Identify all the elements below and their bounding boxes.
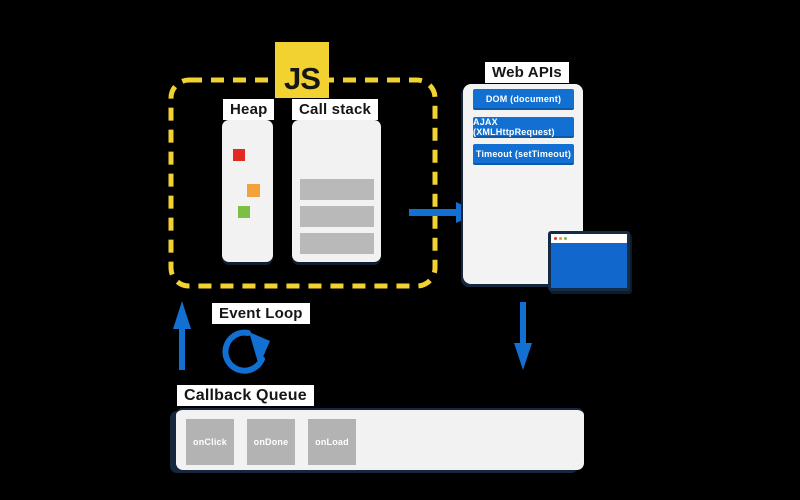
stack-frame	[300, 179, 374, 200]
browser-titlebar	[551, 234, 627, 243]
js-logo-icon: JS	[275, 42, 329, 98]
stack-frame	[300, 233, 374, 254]
web-api-item-ajax: AJAX (XMLHttpRequest)	[473, 117, 574, 138]
call-stack-label: Call stack	[292, 99, 379, 120]
callback-queue-box: onClick onDone onLoad	[176, 408, 584, 470]
callback-item-ondone: onDone	[247, 419, 295, 465]
window-dot-green-icon	[564, 237, 567, 240]
window-dot-red-icon	[554, 237, 557, 240]
web-apis-label: Web APIs	[485, 62, 569, 83]
web-api-item-dom: DOM (document)	[473, 89, 574, 110]
arrow-up-icon	[173, 301, 191, 370]
heap-object-orange-icon	[247, 184, 260, 197]
heap-box	[222, 120, 273, 262]
heap-label: Heap	[223, 99, 275, 120]
browser-window-icon	[548, 231, 630, 291]
event-loop-label: Event Loop	[212, 303, 310, 324]
callback-queue-label: Callback Queue	[177, 385, 314, 406]
window-dot-orange-icon	[559, 237, 562, 240]
heap-object-green-icon	[238, 206, 250, 218]
heap-object-red-icon	[233, 149, 245, 161]
web-api-item-timeout: Timeout (setTimeout)	[473, 144, 574, 165]
callback-item-onload: onLoad	[308, 419, 356, 465]
arrow-down-icon	[514, 302, 532, 370]
stack-frame	[300, 206, 374, 227]
call-stack-box	[292, 120, 381, 262]
event-loop-cycle-icon	[222, 329, 270, 374]
callback-item-onclick: onClick	[186, 419, 234, 465]
